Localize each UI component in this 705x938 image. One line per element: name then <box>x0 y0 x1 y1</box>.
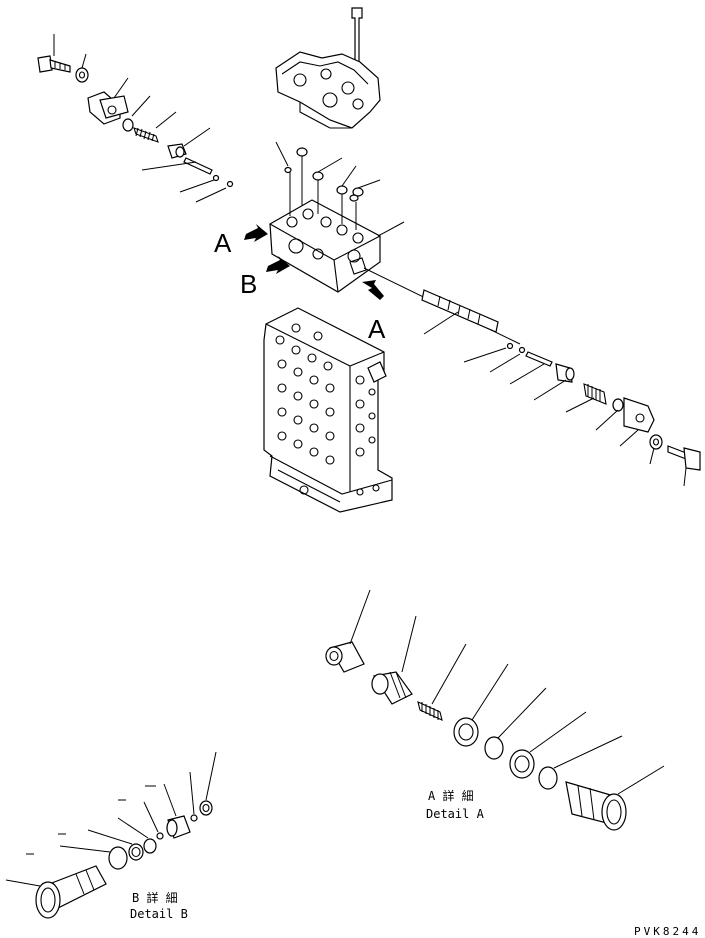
detail-a-title-jp: A 詳 細 <box>428 788 474 803</box>
detail-a-parts <box>325 641 627 831</box>
leader-lines-upper-left <box>53 34 227 203</box>
valve-section-block <box>269 147 381 293</box>
leader-lines-right <box>423 311 687 487</box>
drawing-code: PVK8244 <box>634 925 701 938</box>
top-cover-assembly <box>275 7 381 129</box>
leader-lines-detail-b <box>5 751 217 887</box>
control-valve-stack <box>263 307 393 513</box>
detail-b-parts <box>35 800 213 919</box>
leader-lines-detail-a <box>349 589 665 795</box>
view-label-a-lower: A <box>368 314 386 344</box>
upper-left-exploded-parts <box>37 55 234 188</box>
detail-b-title-jp: B 詳 細 <box>132 890 178 905</box>
view-label-b: B <box>240 269 257 299</box>
view-arrows <box>244 224 384 300</box>
detail-b-title-en: Detail B <box>130 907 188 921</box>
view-label-a-upper: A <box>214 228 232 258</box>
right-exploded-parts <box>421 289 701 471</box>
detail-a-title-en: Detail A <box>426 807 485 821</box>
